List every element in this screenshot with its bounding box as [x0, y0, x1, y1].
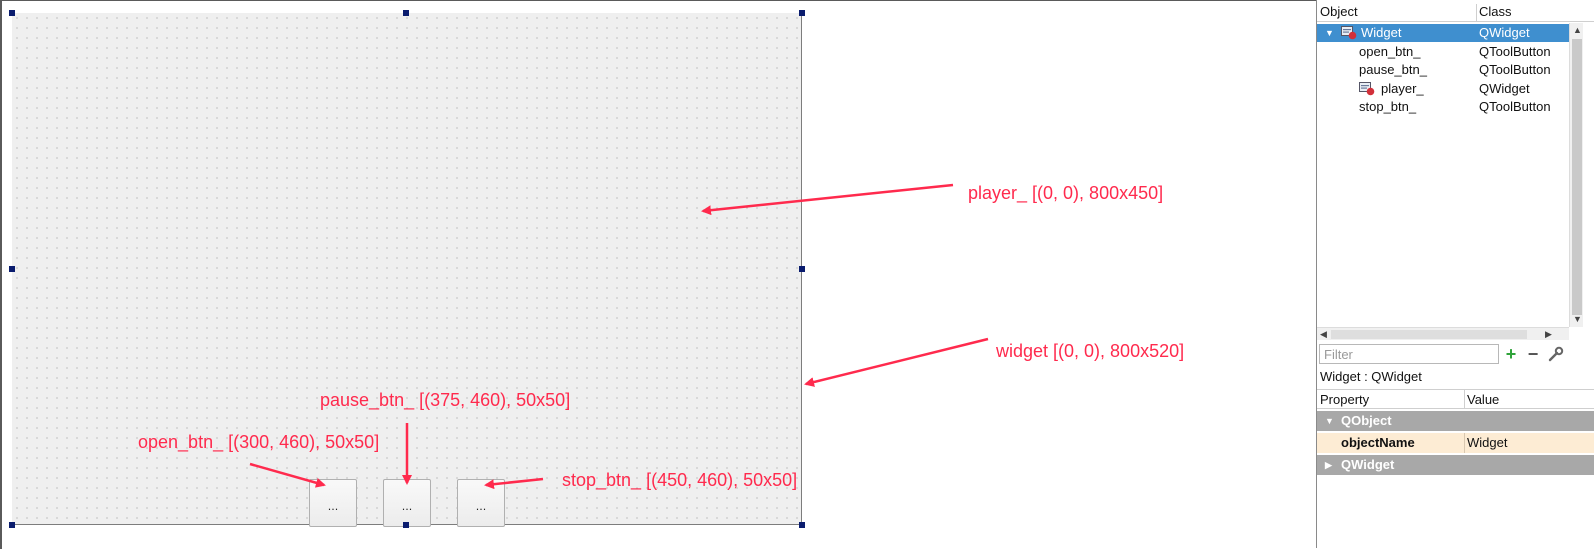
property-group-qobject[interactable]: ▼ QObject	[1317, 411, 1594, 431]
object-inspector-header: Object Class	[1317, 2, 1594, 22]
scroll-right-icon[interactable]: ▶	[1545, 329, 1552, 339]
tree-row-open-btn[interactable]: open_btn_ QToolButton	[1317, 43, 1569, 61]
open-button[interactable]: ...	[309, 479, 357, 527]
scroll-down-icon[interactable]: ▼	[1573, 314, 1582, 324]
configure-button[interactable]	[1546, 345, 1566, 363]
filter-row: + −	[1317, 343, 1594, 365]
resize-handle-bottom[interactable]	[403, 522, 409, 528]
designer-canvas: ... ... ... player_ [(0, 0), 800x450] wi…	[0, 0, 1317, 549]
annotation-stop: stop_btn_ [(450, 460), 50x50]	[562, 470, 798, 490]
wrench-icon	[1548, 346, 1564, 362]
plus-icon: +	[1505, 343, 1517, 364]
widget-icon	[1341, 26, 1357, 40]
property-editor-title: Widget : QWidget	[1320, 369, 1422, 384]
column-divider[interactable]	[1476, 4, 1477, 22]
resize-handle-top[interactable]	[403, 10, 409, 16]
arrow-widget	[804, 337, 989, 387]
canvas-left-edge	[0, 1, 2, 549]
resize-handle-right[interactable]	[799, 266, 805, 272]
resize-handle-top-right[interactable]	[799, 10, 805, 16]
scroll-left-icon[interactable]: ◀	[1320, 329, 1327, 339]
horizontal-scroll-thumb[interactable]	[1331, 330, 1527, 339]
resize-handle-left[interactable]	[9, 266, 15, 272]
collapse-arrow-icon[interactable]: ▼	[1325, 416, 1334, 426]
tree-row-name: Widget	[1361, 25, 1402, 40]
property-divider	[1464, 433, 1465, 453]
tree-row-class: QToolButton	[1479, 44, 1551, 59]
tree-row-class: QWidget	[1479, 81, 1530, 96]
resize-handle-bottom-left[interactable]	[9, 522, 15, 528]
resize-handle-bottom-right[interactable]	[799, 522, 805, 528]
inspector-panel: Object Class ▼ Widget QWidget open_btn_ …	[1316, 0, 1594, 548]
tree-row-class: QToolButton	[1479, 62, 1551, 77]
column-object[interactable]: Object	[1320, 4, 1358, 19]
property-group-label: QObject	[1341, 413, 1392, 428]
column-property[interactable]: Property	[1320, 392, 1370, 407]
open-button-label: ...	[327, 499, 339, 513]
stop-button[interactable]: ...	[457, 479, 505, 527]
resize-handle-top-left[interactable]	[9, 10, 15, 16]
tree-row-pause-btn[interactable]: pause_btn_ QToolButton	[1317, 61, 1569, 79]
property-group-label: QWidget	[1341, 457, 1395, 472]
vertical-scrollbar[interactable]: ▲ ▼	[1569, 23, 1583, 327]
column-value[interactable]: Value	[1467, 392, 1500, 407]
widget-icon	[1359, 82, 1375, 96]
tree-row-stop-btn[interactable]: stop_btn_ QToolButton	[1317, 98, 1569, 116]
column-class[interactable]: Class	[1479, 4, 1512, 19]
tree-row-class: QWidget	[1479, 25, 1530, 40]
stop-button-label: ...	[475, 499, 487, 513]
minus-icon: −	[1527, 343, 1539, 364]
tree-row-player[interactable]: player_ QWidget	[1317, 80, 1569, 98]
expand-arrow-icon[interactable]: ▼	[1325, 28, 1334, 38]
filter-input[interactable]	[1319, 344, 1499, 364]
property-editor-header: Property Value	[1317, 389, 1594, 409]
tree-row-class: QToolButton	[1479, 99, 1551, 114]
expand-arrow-icon[interactable]: ▶	[1325, 460, 1332, 470]
tree-row-name: stop_btn_	[1359, 99, 1417, 114]
annotation-pause: pause_btn_ [(375, 460), 50x50]	[320, 390, 571, 410]
property-key: objectName	[1341, 435, 1415, 450]
column-divider[interactable]	[1464, 390, 1465, 409]
annotation-open: open_btn_ [(300, 460), 50x50]	[138, 432, 380, 452]
property-row-objectname[interactable]: objectName Widget	[1317, 433, 1594, 453]
tree-row-name: player_	[1381, 81, 1424, 96]
annotation-widget: widget [(0, 0), 800x520]	[996, 341, 1185, 361]
horizontal-scrollbar[interactable]: ◀ ▶	[1317, 327, 1569, 340]
pause-button[interactable]: ...	[383, 479, 431, 527]
tree-row-name: pause_btn_	[1359, 62, 1427, 77]
pause-button-label: ...	[401, 499, 413, 513]
remove-property-button[interactable]: −	[1523, 343, 1543, 364]
property-value[interactable]: Widget	[1467, 435, 1508, 450]
tree-row-name: open_btn_	[1359, 44, 1421, 59]
add-property-button[interactable]: +	[1501, 343, 1521, 364]
form-widget[interactable]: ... ... ...	[12, 13, 802, 527]
property-group-qwidget[interactable]: ▶ QWidget	[1317, 455, 1594, 475]
tree-row-widget[interactable]: ▼ Widget QWidget	[1317, 24, 1569, 42]
vertical-scroll-thumb[interactable]	[1572, 39, 1582, 315]
annotation-player: player_ [(0, 0), 800x450]	[968, 183, 1164, 203]
scroll-up-icon[interactable]: ▲	[1573, 25, 1582, 35]
